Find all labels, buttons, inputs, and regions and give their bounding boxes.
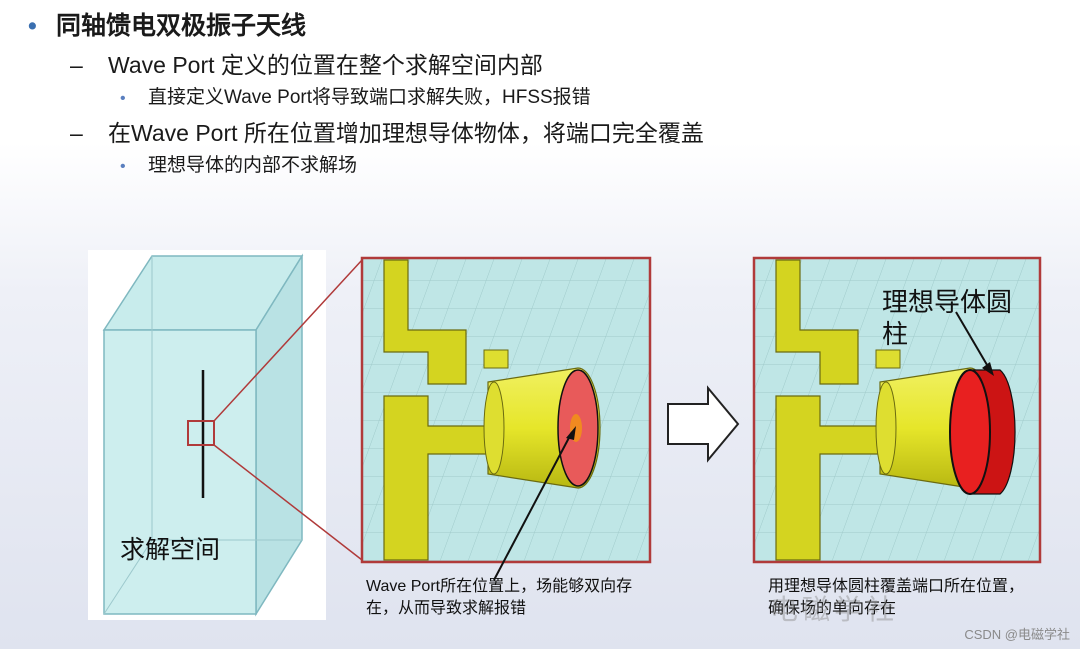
bullet-item-2: –在Wave Port 所在位置增加理想导体物体，将端口完全覆盖: [70, 114, 704, 148]
bullet-item-1-sub: • 直接定义Wave Port将导致端口求解失败，HFSS报错: [120, 82, 591, 109]
item1-sub-text: 直接定义Wave Port将导致端口求解失败，HFSS报错: [148, 87, 591, 108]
arrow-icon: [667, 385, 740, 463]
item1-text: Wave Port 定义的位置在整个求解空间内部: [108, 52, 543, 78]
item2-sub-text: 理想导体的内部不求解场: [148, 155, 358, 176]
bullet-dot: •: [28, 12, 37, 40]
csdn-watermark: CSDN @电磁学社: [964, 627, 1070, 642]
bullet-item-2-sub: • 理想导体的内部不求解场: [120, 150, 357, 177]
item2-text: 在Wave Port 所在位置增加理想导体物体，将端口完全覆盖: [108, 120, 704, 146]
sub-dot: •: [120, 158, 126, 175]
port-zoom-panel: [360, 256, 652, 581]
dash-marker: –: [70, 120, 83, 146]
slide-title: 同轴馈电双极振子天线: [56, 12, 307, 40]
caption-right: 用理想导体圆柱覆盖端口所在位置，确保场的单向存在: [768, 578, 1025, 617]
bullet-item-1: –Wave Port 定义的位置在整个求解空间内部: [70, 46, 543, 80]
sub-dot: •: [120, 90, 126, 107]
pec-zoom-panel: [752, 256, 1042, 564]
caption-left: Wave Port所在位置上，场能够双向存在，从而导致求解报错: [366, 578, 633, 617]
dash-marker: –: [70, 52, 83, 78]
solve-space-box: [88, 250, 326, 620]
watermark-brand: 电磁学社: [770, 594, 899, 625]
title-bullet: • 同轴馈电双极振子天线: [28, 6, 306, 42]
pec-cylinder-label: 理想导体圆柱: [882, 287, 1013, 349]
solve-space-label: 求解空间: [120, 536, 221, 564]
